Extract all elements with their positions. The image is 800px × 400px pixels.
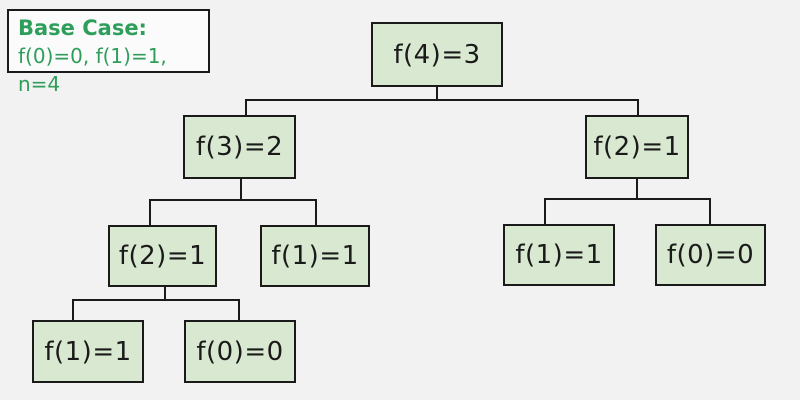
base-case-heading: Base Case: [18, 16, 147, 40]
edge-f3-right-drop [315, 199, 317, 226]
edge-f2l-rail [72, 299, 240, 301]
edge-f3-stem [240, 179, 242, 200]
tree-node-f1-bottom: f(1)=1 [32, 320, 144, 383]
tree-node-f1-middle: f(1)=1 [260, 225, 370, 287]
base-case-detail: f(0)=0, f(1)=1, n=4 [18, 44, 167, 96]
tree-node-f0-bottom: f(0)=0 [184, 320, 296, 383]
edge-f2l-right-drop [238, 299, 240, 321]
edge-root-left-drop [245, 99, 247, 116]
edge-root-right-drop [637, 99, 639, 116]
edge-f3-left-drop [149, 199, 151, 226]
tree-node-f2-left: f(2)=1 [108, 225, 217, 287]
edge-f2r-left-drop [544, 198, 546, 225]
base-case-legend: Base Case: f(0)=0, f(1)=1, n=4 [7, 9, 210, 96]
edge-f2r-stem [636, 179, 638, 200]
tree-node-f2-right: f(2)=1 [585, 115, 689, 179]
edge-f2l-stem [164, 287, 166, 300]
edge-f2r-right-drop [709, 198, 711, 225]
edge-f2r-rail [544, 198, 711, 200]
tree-node-f3: f(3)=2 [183, 115, 296, 179]
edge-f3-rail [149, 199, 317, 201]
tree-node-f4-root: f(4)=3 [371, 22, 503, 87]
tree-node-f1-right: f(1)=1 [503, 224, 615, 286]
tree-node-f0-right: f(0)=0 [655, 224, 766, 286]
edge-root-stem [436, 87, 438, 101]
edge-f2l-left-drop [72, 299, 74, 321]
edge-root-rail [245, 99, 639, 101]
